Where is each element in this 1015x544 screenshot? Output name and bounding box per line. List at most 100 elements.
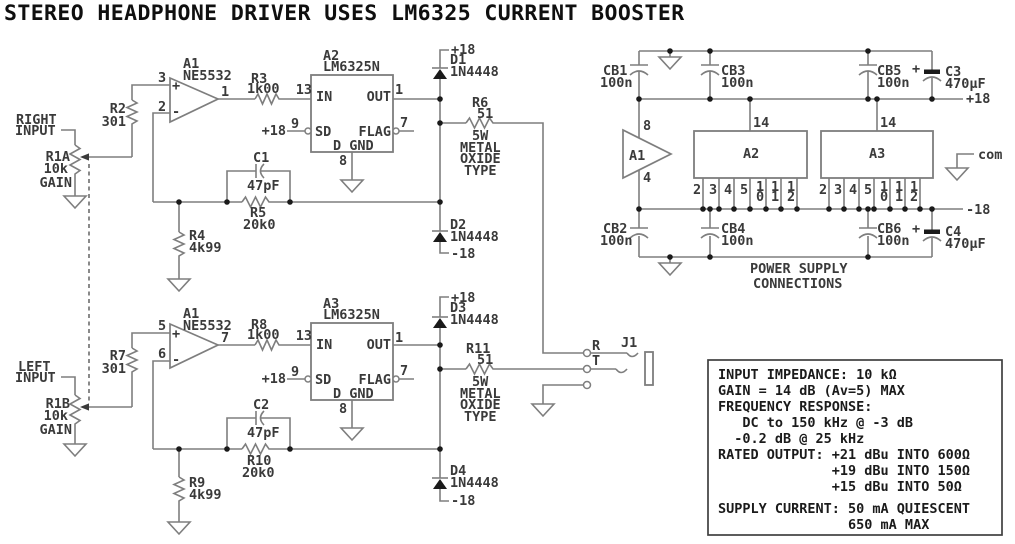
r9-ref: R9 [189, 475, 205, 491]
junction-dot [437, 120, 443, 126]
spec-box: INPUT IMPEDANCE: 10 kΩ GAIN = 14 dB (Av=… [707, 359, 1003, 536]
a2-in-label: IN [316, 89, 332, 105]
junction-dot [707, 96, 713, 102]
a2-pin-1: 1 [395, 82, 403, 98]
a3-flag-label: FLAG [358, 372, 391, 388]
sd-supply-label: +18 [262, 371, 286, 387]
a3-power-box [820, 130, 934, 179]
opamp-a1-power-icon [622, 128, 673, 180]
left-input-label: LEFT [18, 359, 51, 375]
ground-icon [63, 195, 87, 209]
booster-a2-box [310, 74, 394, 153]
a3-pin-1: 1 [395, 330, 403, 346]
c4-plus-sign: + [912, 221, 920, 237]
rail-pos-label: +18 [451, 290, 475, 306]
a2-pin-label: 1 [771, 189, 779, 205]
resistor-r2 [126, 99, 138, 126]
d2-ref: D2 [450, 217, 466, 233]
power-neg-rail-label: -18 [966, 202, 990, 218]
cb3-ref: CB3 [721, 63, 745, 79]
opamp-ref: A1 [183, 56, 199, 72]
a2-out-label: OUT [367, 89, 391, 105]
junction-dot [856, 206, 862, 212]
junction-dot [917, 206, 923, 212]
r1a-value: 10k [44, 161, 68, 177]
c2-value: 47pF [247, 425, 280, 441]
cb5-value: 100n [877, 75, 910, 91]
spec-line: DC to 150 kHz @ -3 dB [718, 415, 913, 431]
cb4-value: 100n [721, 233, 754, 249]
capacitor-c4-curved-plate [922, 236, 942, 242]
ground-icon [167, 521, 191, 535]
d2-part: 1N4448 [450, 229, 499, 245]
junction-dot [747, 96, 753, 102]
right-channel: RIGHT INPUT R1A 10k GAIN R2 301 A1 NE553… [15, 42, 583, 401]
junction-dot [929, 206, 935, 212]
junction-dot [887, 206, 893, 212]
junction-dot [731, 206, 737, 212]
c2-ref: C2 [253, 397, 269, 413]
a2-pin-label: 2 [693, 182, 701, 198]
cb4-ref: CB4 [721, 221, 745, 237]
junction-dot [636, 96, 642, 102]
jack-tip-contact-icon [615, 368, 628, 374]
diode-d3-icon [431, 316, 449, 329]
capacitor-c3-plate [924, 69, 940, 74]
left-input-label2: INPUT [15, 370, 56, 386]
c3-plus-sign: + [912, 61, 920, 77]
a3-pin-label: 3 [834, 182, 842, 198]
a2-pin-14: 14 [753, 115, 769, 131]
a3-ref: A3 [323, 296, 339, 312]
spec-box-border [707, 359, 1003, 536]
r1a-function: GAIN [39, 175, 72, 191]
rail-neg-label: -18 [451, 493, 475, 509]
r11-note1: METAL [460, 386, 501, 402]
booster-a3-box [310, 322, 394, 401]
ground-icon [531, 403, 555, 417]
a3-pin-14: 14 [880, 115, 896, 131]
c4-ref: C4 [945, 224, 961, 240]
a3-sd-label: SD [315, 372, 331, 388]
r7-value: 301 [102, 361, 126, 377]
opamp-ref: A1 [183, 306, 199, 322]
jack-body-icon [644, 351, 654, 386]
jack-ring-terminal [582, 348, 592, 358]
junction-dot [778, 206, 784, 212]
a2-pin-label: 1 [787, 179, 795, 195]
a3-gnd-label: D GND [333, 386, 374, 402]
a3-pin-8: 8 [339, 401, 347, 417]
junction-dot [707, 254, 713, 260]
pin-13: 13 [296, 82, 312, 98]
junction-dot [865, 206, 871, 212]
junction-dot [700, 206, 706, 212]
a2-pin-9: 9 [291, 116, 299, 132]
r9-value: 4k99 [189, 487, 222, 503]
r10-value: 20k0 [242, 465, 275, 481]
junction-dot [826, 206, 832, 212]
junction-dot [176, 446, 182, 452]
r1b-value: 10k [44, 408, 68, 424]
spec-line: 650 mA MAX [718, 517, 929, 533]
junction-dot [874, 96, 880, 102]
d3-part: 1N4448 [450, 312, 499, 328]
r6-wattage: 5W [472, 128, 489, 144]
flag-inversion-bubble [392, 127, 400, 135]
ground-icon [658, 262, 682, 276]
ground-icon [340, 427, 364, 441]
diode-d1-icon [431, 67, 449, 80]
junction-dot [287, 446, 293, 452]
r1b-ref: R1B [46, 396, 70, 412]
output-jack: R T J1 [531, 335, 654, 417]
r6-note2: OXIDE [460, 151, 501, 167]
junction-dot [707, 206, 713, 212]
junction-dot [841, 206, 847, 212]
a3-pin-label: 1 [895, 179, 903, 195]
c1-ref: C1 [253, 150, 269, 166]
r3-value: 1k00 [247, 81, 280, 97]
c3-value: 470µF [945, 76, 986, 92]
a3-in-label: IN [316, 337, 332, 353]
page-title: STEREO HEADPHONE DRIVER USES LM6325 CURR… [4, 1, 685, 26]
cb1-value: 100n [600, 75, 633, 91]
resistor-r9 [173, 476, 185, 503]
d1-ref: D1 [450, 52, 466, 68]
